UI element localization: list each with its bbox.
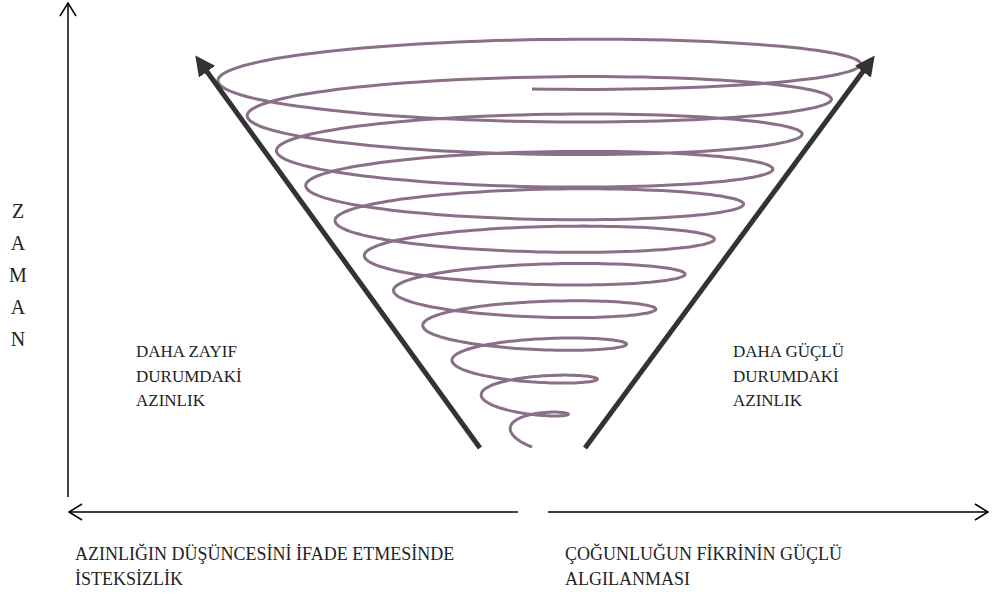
axis-label: AZINLIĞIN DÜŞÜNCESİNİ İFADE ETMESİNDE İS… [75,542,455,592]
group-label: DAHA GÜÇLÜ DURUMDAKİ AZINLIK [733,340,868,414]
cone-arrow [585,62,870,448]
axis-arrowhead [975,504,988,520]
axis-line [548,511,987,513]
axis-line [67,4,69,497]
group-label: DAHA ZAYIF DURUMDAKİ AZINLIK [136,340,271,414]
axis-line [70,511,518,513]
axis-arrowhead [60,3,76,16]
spiral-curve [218,39,861,447]
axis-arrowhead [69,504,82,520]
axis-label: ZAMAN [8,195,28,355]
axis-label: ÇOĞUNLUĞUN FİKRİNİN GÜÇLÜ ALGILANMASI [565,542,965,592]
cone-arrow [200,62,480,448]
